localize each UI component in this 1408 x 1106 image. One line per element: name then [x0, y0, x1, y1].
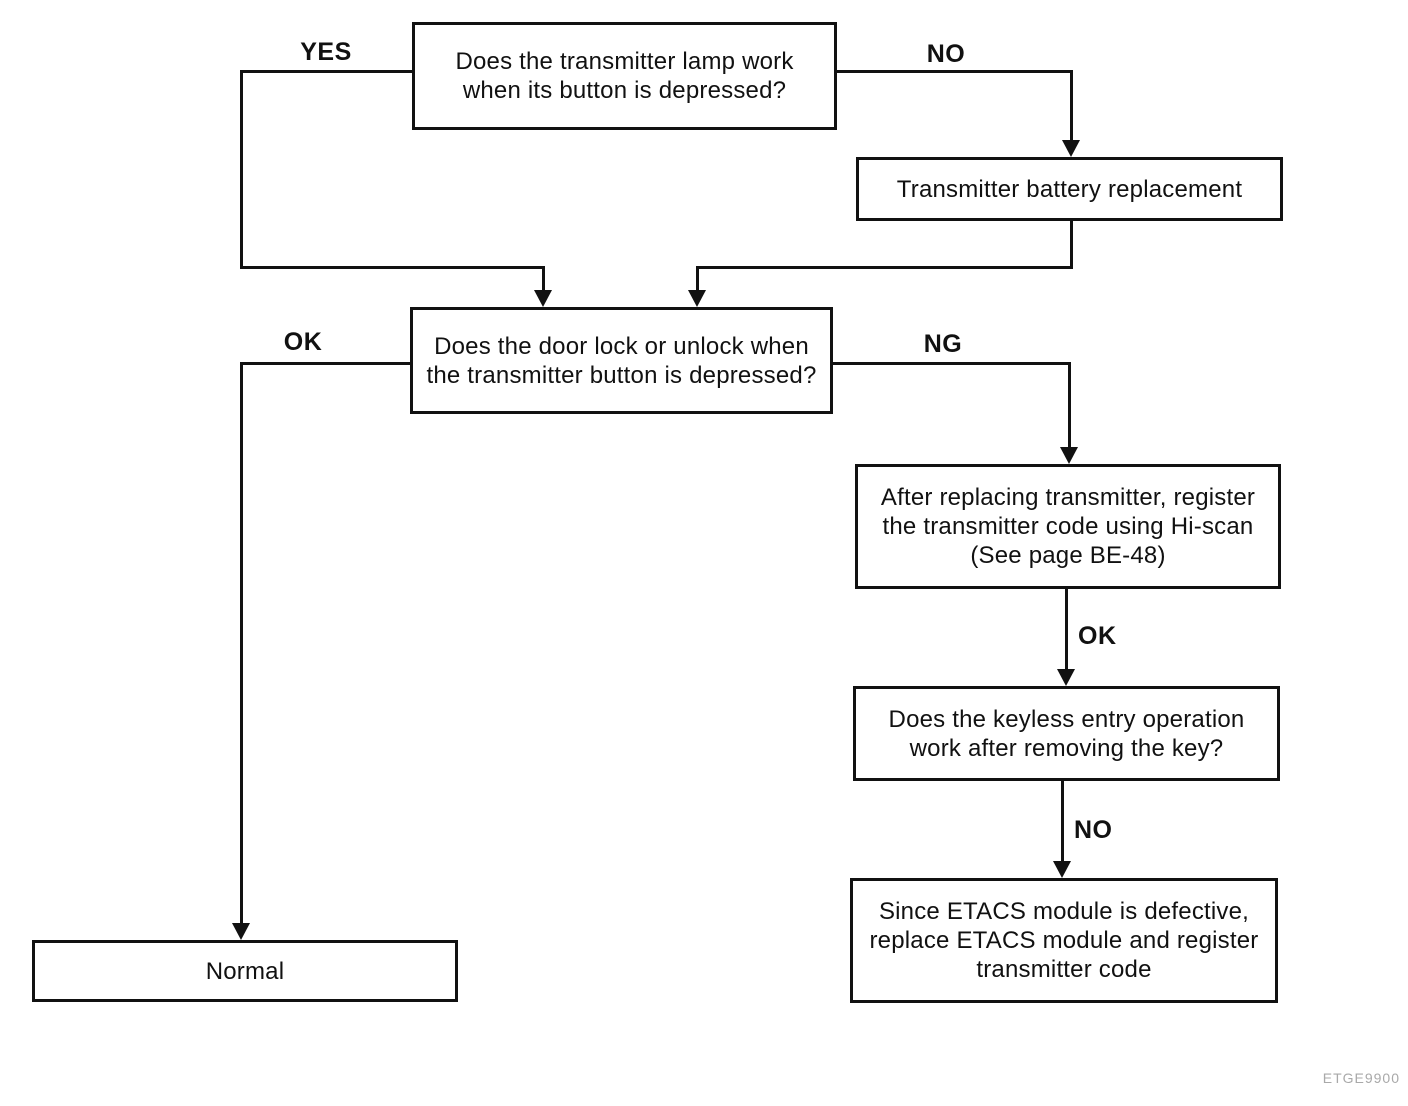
connector-ok-horizontal	[240, 362, 410, 365]
node-text-line: work after removing the key?	[909, 734, 1224, 762]
connector-battery-down	[1070, 221, 1073, 269]
node-etacs-defective: Since ETACS module is defective, replace…	[850, 878, 1278, 1003]
node-text-line: Does the transmitter lamp work	[455, 48, 794, 75]
node-transmitter-lamp-question: Does the transmitter lamp work when its …	[412, 22, 837, 130]
connector-ng-vertical	[1068, 362, 1071, 447]
node-text-line: when its button is depressed?	[462, 77, 787, 104]
arrowhead-into-register	[1060, 447, 1078, 464]
node-text-line: (See page BE-48)	[970, 542, 1166, 569]
node-text-line: After replacing transmitter, register	[880, 484, 1256, 511]
node-text-line: Does the door lock or unlock when	[434, 332, 809, 360]
branch-label-no-bottom: NO	[1074, 816, 1113, 844]
branch-label-ng: NG	[923, 330, 963, 358]
arrowhead-into-q2-right	[688, 290, 706, 307]
branch-label-ok-left: OK	[283, 328, 323, 356]
node-text-line: Does the keyless entry operation	[888, 705, 1245, 733]
figure-code: ETGE9900	[1322, 1070, 1400, 1086]
connector-ok-vertical	[240, 362, 243, 923]
arrowhead-into-battery	[1062, 140, 1080, 157]
arrowhead-into-etacs	[1053, 861, 1071, 878]
connector-yes-horizontal	[240, 70, 412, 73]
arrowhead-into-normal	[232, 923, 250, 940]
connector-no-horizontal	[837, 70, 1073, 73]
branch-label-ok-middle: OK	[1078, 622, 1117, 650]
arrowhead-into-q3	[1057, 669, 1075, 686]
node-text-line: the transmitter button is depressed?	[426, 361, 817, 389]
connector-battery-to-q2-drop	[696, 266, 699, 293]
connector-q3-down	[1061, 781, 1064, 862]
node-text-line: transmitter code	[976, 956, 1152, 983]
connector-register-down	[1065, 589, 1068, 670]
connector-battery-to-q2-horizontal	[696, 266, 1073, 269]
connector-yes-vertical	[240, 70, 243, 269]
node-text-line: the transmitter code using Hi-scan	[882, 513, 1254, 540]
connector-no-vertical	[1070, 70, 1073, 143]
node-battery-replacement: Transmitter battery replacement	[856, 157, 1283, 221]
node-text-line: Normal	[205, 957, 285, 985]
branch-label-yes: YES	[300, 38, 352, 66]
node-text-line: Transmitter battery replacement	[896, 175, 1243, 203]
node-keyless-entry-question: Does the keyless entry operation work af…	[853, 686, 1280, 781]
node-text-line: replace ETACS module and register	[869, 927, 1259, 954]
connector-ng-horizontal	[833, 362, 1071, 365]
node-normal-result: Normal	[32, 940, 458, 1002]
node-register-transmitter-code: After replacing transmitter, register th…	[855, 464, 1281, 589]
node-text-line: Since ETACS module is defective,	[878, 898, 1250, 925]
node-door-lock-question: Does the door lock or unlock when the tr…	[410, 307, 833, 414]
arrowhead-into-q2-left	[534, 290, 552, 307]
connector-yes-to-q2-drop	[542, 266, 545, 293]
branch-label-no-top: NO	[926, 40, 966, 68]
connector-yes-to-q2-horizontal	[240, 266, 545, 269]
